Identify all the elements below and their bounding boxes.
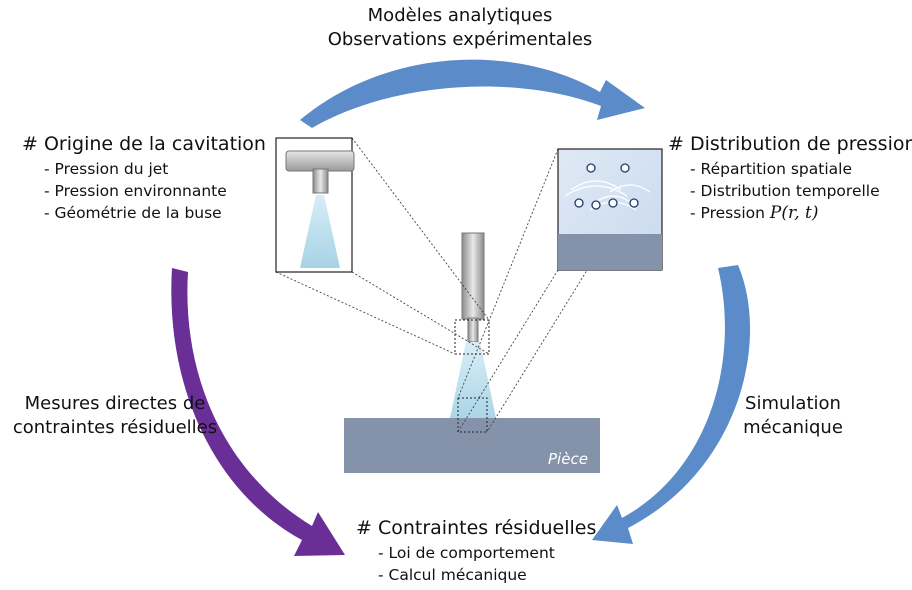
piece-label: Pièce bbox=[548, 450, 588, 468]
piece bbox=[344, 418, 600, 473]
zoom-box-impact bbox=[457, 397, 488, 433]
pressure-formula: P(r, t) bbox=[769, 203, 819, 223]
right-item: - Répartition spatiale bbox=[690, 160, 852, 178]
bottom-item: - Loi de comportement bbox=[378, 544, 555, 562]
zoom-lines bbox=[275, 137, 663, 433]
left-arrow-label-line2: contraintes résiduelles bbox=[12, 417, 218, 438]
top-label-line1: Modèles analytiques bbox=[367, 5, 553, 26]
inset-nozzle-stem bbox=[312, 168, 329, 194]
zoom-box-nozzle bbox=[454, 319, 490, 355]
left-block-title: # Origine de la cavitation bbox=[22, 133, 266, 155]
right-item: - Distribution temporelle bbox=[690, 182, 880, 200]
left-item: - Géométrie de la buse bbox=[44, 204, 222, 222]
left-block: # Origine de la cavitation - Pression du… bbox=[22, 132, 266, 224]
right-arrow-label: Simulation mécanique bbox=[728, 392, 858, 440]
top-label: Modèles analytiques Observations expérim… bbox=[300, 4, 620, 52]
top-label-line2: Observations expérimentales bbox=[327, 29, 593, 50]
top-arrow bbox=[300, 59, 645, 128]
bottom-item: - Calcul mécanique bbox=[378, 566, 527, 584]
left-item: - Pression environnante bbox=[44, 182, 227, 200]
right-item-pressure: - Pression P(r, t) bbox=[690, 202, 912, 224]
bottom-block-title: # Contraintes résiduelles bbox=[356, 517, 597, 539]
left-item: - Pression du jet bbox=[44, 160, 169, 178]
right-block: # Distribution de pression - Répartition… bbox=[668, 132, 912, 224]
right-arrow-label-line1: Simulation bbox=[745, 393, 841, 414]
right-arrow-label-line2: mécanique bbox=[743, 417, 843, 438]
nozzle-body bbox=[461, 232, 485, 320]
bottom-block: # Contraintes résiduelles - Loi de compo… bbox=[356, 516, 596, 586]
pressure-prefix: - Pression bbox=[690, 204, 765, 222]
left-arrow-label-line1: Mesures directes de bbox=[24, 393, 206, 414]
inset-jet bbox=[300, 195, 340, 268]
jet bbox=[450, 342, 496, 418]
left-arrow-label: Mesures directes de contraintes résiduel… bbox=[10, 392, 220, 440]
pressure-inset-solid bbox=[558, 234, 662, 270]
right-arrow bbox=[592, 265, 751, 544]
inset-nozzle-top bbox=[285, 150, 355, 172]
right-block-title: # Distribution de pression bbox=[668, 133, 912, 155]
bubbles bbox=[574, 163, 639, 210]
left-arrow bbox=[171, 268, 345, 556]
nozzle-tip bbox=[467, 317, 479, 343]
